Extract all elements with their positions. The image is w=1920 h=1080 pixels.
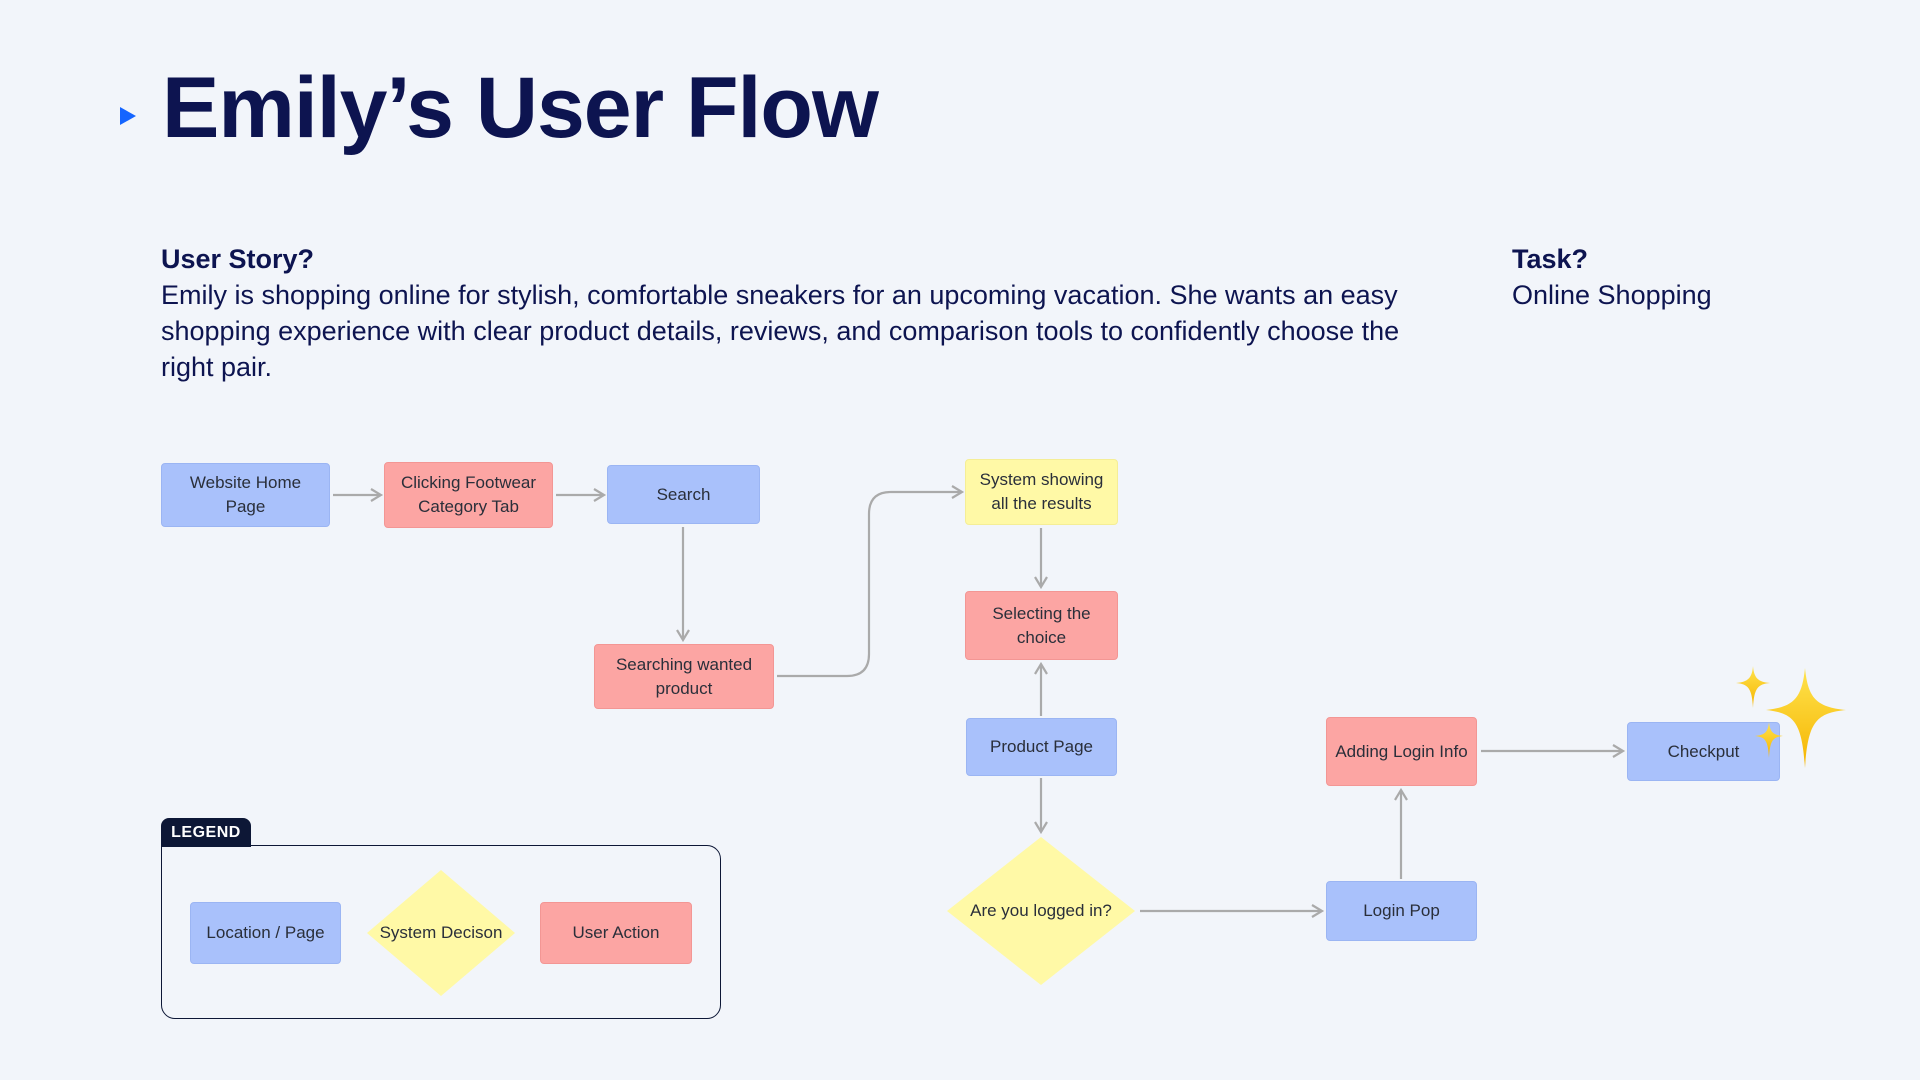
legend-decision-label: System Decison	[379, 923, 503, 942]
task-text: Online Shopping	[1512, 280, 1712, 310]
legend-system-decision: System Decison	[366, 869, 516, 997]
legend-user-action: User Action	[540, 902, 692, 964]
node-checkout: Checkput	[1627, 722, 1780, 781]
sparkles-icon	[1736, 666, 1846, 768]
decision-diamond-shape	[947, 837, 1135, 985]
node-selecting-the-choice: Selecting the choice	[965, 591, 1118, 660]
node-website-home-page: Website Home Page	[161, 463, 330, 527]
node-adding-login-info: Adding Login Info	[1326, 717, 1477, 786]
legend-diamond-shape	[367, 870, 515, 996]
user-story-label: User Story?	[161, 244, 315, 274]
node-system-showing-results: System showing all the results	[965, 459, 1118, 525]
node-product-page: Product Page	[966, 718, 1117, 776]
node-search: Search	[607, 465, 760, 524]
legend-title: LEGEND	[161, 818, 251, 847]
legend-location-page: Location / Page	[190, 902, 341, 964]
arrow-searching-to-results	[777, 485, 965, 678]
title-triangle-icon	[120, 107, 136, 125]
node-are-you-logged-in-decision: Are you logged in?	[945, 836, 1137, 986]
decision-label: Are you logged in?	[970, 901, 1112, 920]
node-login-pop: Login Pop	[1326, 881, 1477, 941]
legend-box	[161, 845, 721, 1019]
user-story-text: Emily is shopping online for stylish, co…	[161, 280, 1400, 382]
page-title: Emily’s User Flow	[162, 60, 879, 156]
node-searching-wanted-product: Searching wanted product	[594, 644, 774, 709]
task-label: Task?	[1512, 244, 1589, 274]
node-clicking-footwear-category-tab: Clicking Footwear Category Tab	[384, 462, 553, 528]
